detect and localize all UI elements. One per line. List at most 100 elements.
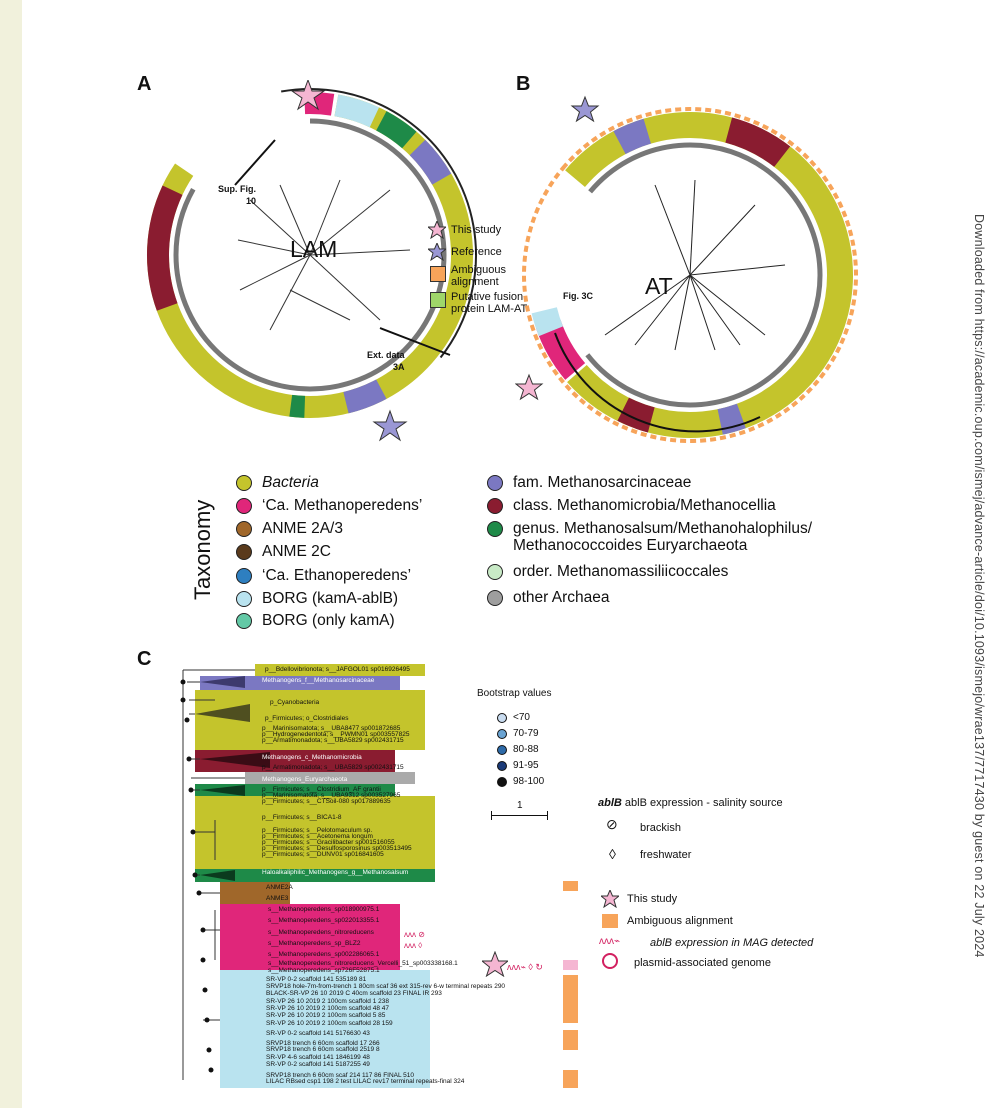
c-tip-label: p_Cyanobacteria — [270, 699, 320, 706]
legend-dot-icon — [236, 613, 252, 629]
c-tip-label: SR-VP 26 10 2019 2 100cm scaffold 28 159 — [266, 1020, 393, 1027]
tax-bacteria: Bacteria — [236, 474, 319, 491]
tax-methanomicrobia: class. Methanomicrobia/Methanocellia — [487, 497, 776, 514]
c-legend-plasmid: plasmid-associated genome — [634, 957, 771, 969]
c-tip-label: SRVP18 trench 6 60cm scaffold 17 266 — [266, 1040, 380, 1047]
this-study-star-icon — [290, 80, 326, 111]
c-ambiguous-mark — [563, 1070, 578, 1088]
at-fig3c-outline — [554, 332, 761, 433]
clade-cyanobacteria-firmicutes — [195, 690, 425, 750]
c-tip-label: SR-VP 0-2 scaffold 141 535189 81 — [266, 976, 367, 983]
c-tip-label: SR-VP 0-2 scaffold 141 5187255 49 — [266, 1061, 370, 1068]
c-tip-label: Methanogens_f__Methanosarcinaceae — [262, 677, 375, 684]
expr-legend-title: ablB ablB expression - salinity source — [598, 797, 783, 809]
bootstrap-98-100: 98-100 — [497, 776, 544, 787]
panel-a-letter: A — [137, 73, 152, 95]
c-legend-ambiguous-swatch — [602, 914, 618, 928]
collapsed-clade — [195, 704, 250, 722]
collapsed-clade — [200, 752, 270, 768]
at-branches — [604, 179, 786, 351]
at-tree — [515, 95, 858, 443]
c-tip-label: p__Armatimonadota; s__UBA5829 sp00243171… — [262, 764, 404, 771]
legend-ambiguous-swatch — [430, 266, 446, 282]
legend-dot-icon — [487, 521, 503, 537]
lam-ext-data-divider — [379, 327, 451, 356]
legend-dot-icon — [236, 591, 252, 607]
taxonomy-title: Taxonomy — [190, 499, 215, 600]
tax-borg-kamA: BORG (only kamA) — [236, 612, 395, 629]
scale-bar-label: 1 — [517, 800, 523, 811]
c-tip-label: p__Firmicutes; s__DUNV01 sp016841605 — [262, 851, 384, 858]
legend-ambiguous: Ambiguous alignment — [451, 264, 507, 288]
legend-dot-icon — [236, 475, 252, 491]
c-ablb-expression-icon: ᴧᴧᴧ ⊘ — [404, 930, 425, 939]
legend-dot-icon — [236, 568, 252, 584]
scale-bar-tick — [491, 811, 492, 820]
c-tip-label: p_Firmicutes; o_Clostridiales — [265, 715, 349, 722]
tax-other-archaea: other Archaea — [487, 589, 610, 606]
clade-armatimonadota — [245, 772, 415, 784]
at-reference-star-icon — [570, 95, 600, 123]
legend-dot-icon — [487, 498, 503, 514]
c-tip-label: SR-VP 0-2 scaffold 141 5176630 43 — [266, 1030, 370, 1037]
c-legend-ambiguous: Ambiguous alignment — [627, 915, 733, 927]
clade-bdellovibrionota — [255, 664, 425, 676]
c-ablb-expression-icon: ᴧᴧᴧ⌁ ◊ ↻ — [507, 962, 543, 972]
panel-c-letter: C — [137, 648, 152, 670]
bootstrap-dot-icon — [497, 728, 507, 739]
c-tip-label: SRVP18 trench 6 60cm scaffold 2519 8 — [266, 1046, 380, 1053]
panel-c-tree — [180, 664, 435, 1088]
lam-ring-genus-2 — [146, 91, 473, 418]
tax-anme2a3: ANME 2A/3 — [236, 520, 343, 537]
c-tip-label: SR-VP 26 10 2019 2 100cm scaffold 1 238 — [266, 998, 389, 1005]
tax-methanosalsum: genus. Methanosalsum/Methanohalophilus/ … — [487, 520, 827, 554]
c-this-study-star-icon — [482, 951, 508, 977]
c-tip-label: SR-VP 26 10 2019 2 100cm scaffold 48 47 — [266, 1005, 389, 1012]
lam-ring-borg — [147, 92, 473, 418]
clade-anme — [220, 882, 290, 904]
c-tip-label: Haloalkaliphilic_Methanogens_g__Methanos… — [262, 869, 409, 876]
c-tip-label: p__Firmicutes; s__Pelotomaculum sp. — [262, 827, 373, 834]
ext-data-label: Ext. data 3A — [367, 350, 405, 372]
sup-fig-label: Sup. Fig. 10 — [218, 184, 256, 206]
c-tip-label: p__Armatimonadota; s__UBA5829 sp00243171… — [262, 737, 404, 744]
freshwater-label: freshwater — [640, 849, 692, 861]
legend-fusion-swatch — [430, 292, 446, 308]
clade-firmicutes — [195, 796, 435, 869]
at-ring-sarcinaceae — [527, 111, 853, 438]
brackish-icon: ⊘ — [606, 816, 618, 832]
c-tip-label: p__Firmicutes; s__Acetonema longum — [262, 833, 373, 840]
at-this-study-star-icon — [515, 373, 544, 401]
at-ring-methanomicrobia — [527, 112, 853, 438]
lam-sup-fig-divider — [234, 139, 276, 186]
c-this-study-mark — [563, 960, 578, 970]
lam-branches — [237, 179, 411, 331]
c-tip-label: SR-VP 4-6 scaffold 141 1846199 48 — [266, 1054, 370, 1061]
collapsed-clade — [200, 785, 245, 796]
c-tip-label: Methanogens_Euryarchaeota — [262, 776, 348, 783]
c-tip-label: Methanogens_c_Methanomicrobia — [262, 754, 362, 761]
legend-star-this-study-icon — [426, 219, 448, 244]
c-tip-label: s__Methanoperedens_sp_BLZ2 — [268, 940, 361, 947]
bootstrap-70-79: 70-79 — [497, 728, 539, 739]
reference-star-icon — [372, 409, 408, 442]
clade-borg — [220, 970, 430, 1088]
c-tip-label: p__Bdellovibrionota; s__JAFGOL01 sp01692… — [265, 666, 410, 673]
download-note: Downloaded from https://academic.oup.com… — [972, 214, 986, 958]
bootstrap-lt70: <70 — [497, 712, 530, 723]
bootstrap-dot-icon — [497, 776, 507, 787]
plasmid-icon — [602, 953, 618, 969]
c-tip-label: p__Firmicutes; s__Gracilibacter sp001516… — [262, 839, 395, 846]
legend-reference: Reference — [451, 246, 502, 258]
lam-ring-genus — [146, 91, 473, 418]
c-ambiguous-mark — [563, 975, 578, 1023]
legend-this-study: This study — [451, 224, 502, 236]
tax-borg-kamA-ablB: BORG (kamA-ablB) — [236, 590, 398, 607]
c-tip-label: s__Methanoperedens_sp022013355.1 — [268, 917, 380, 924]
legend-star-reference-icon — [426, 241, 448, 266]
c-tip-label: BLACK-SR-VP 26 10 2019 C 40cm scaffold 2… — [266, 990, 442, 997]
bootstrap-dot-icon — [497, 760, 507, 771]
c-tip-label: s__Methanoperedens_sp002286065.1 — [268, 951, 380, 958]
page-margin — [0, 0, 22, 1108]
c-tip-label: p__Marinisomatota; s__UBA9312 sp00352796… — [262, 792, 401, 799]
